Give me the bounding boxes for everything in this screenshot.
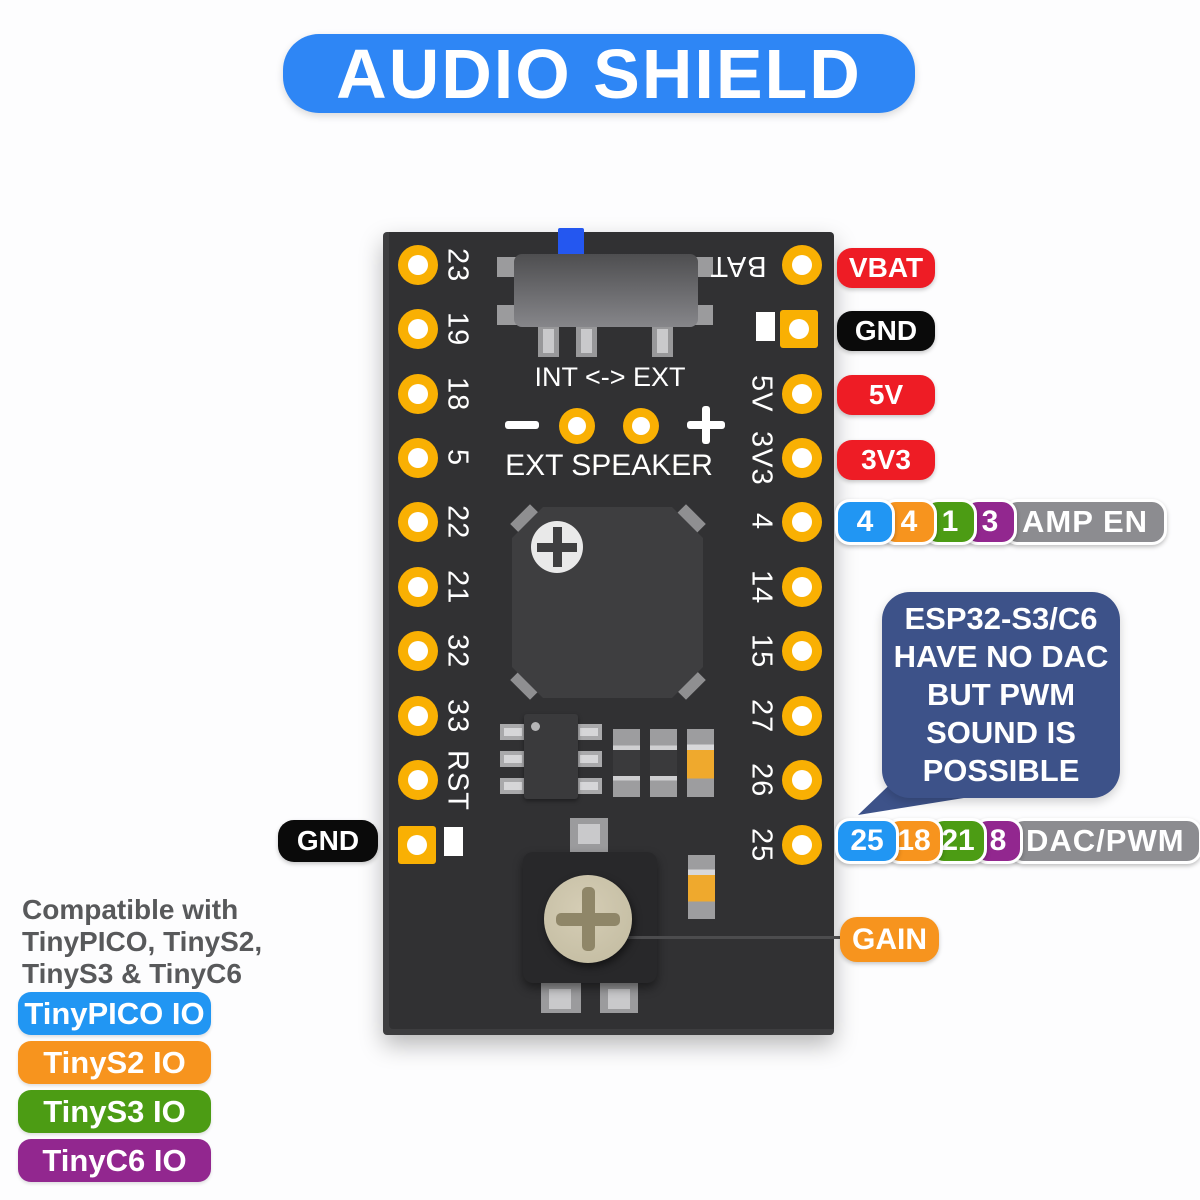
switch-leg bbox=[538, 325, 559, 357]
pad-4 bbox=[782, 502, 822, 542]
pin-label: 25 bbox=[745, 827, 778, 863]
gnd-silk-mark bbox=[756, 312, 775, 341]
smd-resistor bbox=[613, 729, 640, 797]
smd-capacitor bbox=[688, 855, 715, 919]
plus-icon bbox=[687, 406, 725, 444]
pad-15 bbox=[782, 631, 822, 671]
pad-19 bbox=[398, 309, 438, 349]
pin-label: 22 bbox=[441, 504, 474, 540]
note-line: ESP32-S3/C6 bbox=[904, 601, 1098, 636]
speaker-pad-minus bbox=[559, 408, 595, 444]
pad-bat bbox=[782, 245, 822, 285]
note-line: POSSIBLE bbox=[922, 753, 1080, 788]
pin-label: 27 bbox=[745, 698, 778, 734]
3v3-tag: 3V3 bbox=[837, 440, 935, 480]
smd-capacitor bbox=[687, 729, 714, 797]
pin-label: 19 bbox=[441, 311, 474, 347]
page-title: AUDIO SHIELD bbox=[336, 34, 862, 113]
compatibility-note: Compatible with TinyPICO, TinyS2, TinyS3… bbox=[22, 894, 262, 990]
ic-pin bbox=[576, 751, 602, 767]
pad-32 bbox=[398, 631, 438, 671]
switch-leg bbox=[576, 325, 597, 357]
ic-pin bbox=[576, 778, 602, 794]
legend-tinys3: TinyS3 IO bbox=[18, 1090, 211, 1133]
switch-tab bbox=[497, 305, 519, 325]
compat-line: Compatible with bbox=[22, 894, 239, 925]
pad-5v bbox=[782, 374, 822, 414]
switch-mode-label: INT <-> EXT bbox=[534, 362, 686, 392]
speaker-pad-plus bbox=[623, 408, 659, 444]
legend-tinys2: TinyS2 IO bbox=[18, 1041, 211, 1084]
pad-27 bbox=[782, 696, 822, 736]
ic-pin bbox=[500, 751, 526, 767]
note-line: SOUND IS bbox=[926, 715, 1076, 750]
ext-speaker-label: EXT SPEAKER bbox=[505, 449, 713, 482]
pad-33 bbox=[398, 696, 438, 736]
legend-tinyc6: TinyC6 IO bbox=[18, 1139, 211, 1182]
note-line: BUT PWM bbox=[926, 677, 1076, 712]
pin-label: 26 bbox=[745, 762, 778, 798]
dac-pin-tinypico: 25 bbox=[835, 818, 899, 864]
pin-label: 21 bbox=[441, 569, 474, 605]
pad-22 bbox=[398, 502, 438, 542]
pin-label: RST bbox=[441, 749, 474, 811]
note-line: HAVE NO DAC bbox=[893, 639, 1109, 674]
pin-label: 5 bbox=[441, 449, 474, 467]
note-bubble: ESP32-S3/C6 HAVE NO DAC BUT PWM SOUND IS… bbox=[882, 592, 1120, 798]
trimmer-screw-icon bbox=[544, 875, 632, 963]
amp-en-row: 4 4 1 3 AMP EN bbox=[835, 499, 1168, 545]
slide-switch bbox=[514, 254, 698, 327]
gnd-pad-right bbox=[780, 310, 818, 348]
ic-pin1-dot bbox=[531, 722, 540, 731]
pin-label: 18 bbox=[441, 376, 474, 412]
pad-18 bbox=[398, 374, 438, 414]
ic-pin bbox=[500, 724, 526, 740]
ic-pin bbox=[576, 724, 602, 740]
pin-label: 5V bbox=[745, 375, 778, 413]
pin-label: 15 bbox=[745, 633, 778, 669]
switch-leg bbox=[652, 325, 673, 357]
pad-26 bbox=[782, 760, 822, 800]
pad-14 bbox=[782, 567, 822, 607]
amp-en-label: AMP EN bbox=[1003, 499, 1168, 545]
pot-leg bbox=[600, 983, 638, 1013]
title-banner: AUDIO SHIELD bbox=[283, 34, 915, 113]
pad-5 bbox=[398, 438, 438, 478]
pin-label: 23 bbox=[441, 247, 474, 283]
compat-line: TinyS3 & TinyC6 bbox=[22, 958, 242, 989]
pin-label: 4 bbox=[745, 513, 778, 531]
gain-callout-line bbox=[610, 936, 842, 939]
gnd-tag-left: GND bbox=[278, 820, 378, 862]
smd-resistor bbox=[650, 729, 677, 797]
dac-pwm-label: DAC/PWM bbox=[1009, 818, 1200, 864]
pad-rst bbox=[398, 760, 438, 800]
pin-label: 14 bbox=[745, 569, 778, 605]
amp-en-pin-tinypico: 4 bbox=[835, 499, 895, 545]
pin-label: BAT bbox=[709, 250, 767, 283]
pot-leg bbox=[541, 983, 581, 1013]
pad-25 bbox=[782, 825, 822, 865]
pad-23 bbox=[398, 245, 438, 285]
pot-leg bbox=[570, 818, 608, 854]
switch-tab bbox=[497, 257, 519, 277]
ic-pin bbox=[500, 778, 526, 794]
pad-3v3 bbox=[782, 438, 822, 478]
gnd-tag-right: GND bbox=[837, 311, 935, 351]
pin-label: 32 bbox=[441, 633, 474, 669]
compat-line: TinyPICO, TinyS2, bbox=[22, 926, 263, 957]
buzzer-plus-mark-icon bbox=[531, 521, 583, 573]
gnd-silk-mark bbox=[444, 827, 463, 856]
gnd-pad-left bbox=[398, 826, 436, 864]
gain-tag: GAIN bbox=[840, 917, 939, 962]
pin-label: 3V3 bbox=[745, 430, 778, 486]
dac-pwm-row: 25 18 21 8 DAC/PWM bbox=[835, 818, 1200, 864]
5v-tag: 5V bbox=[837, 375, 935, 415]
minus-icon bbox=[505, 421, 539, 429]
pin-label: 33 bbox=[441, 698, 474, 734]
pad-21 bbox=[398, 567, 438, 607]
vbat-tag: VBAT bbox=[837, 248, 935, 288]
legend-tinypico: TinyPICO IO bbox=[18, 992, 211, 1035]
